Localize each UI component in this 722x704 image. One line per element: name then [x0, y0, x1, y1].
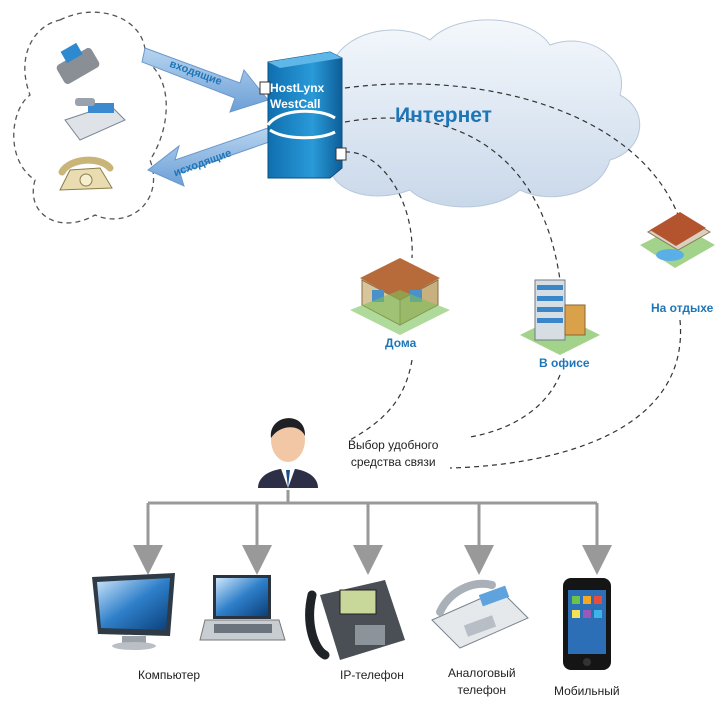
home-label: Дома	[385, 336, 417, 350]
link-vacation-choice	[449, 319, 682, 469]
link-office	[344, 117, 561, 281]
incoming-arrow	[141, 47, 269, 113]
computer-label: Компьютер	[138, 668, 201, 682]
device-tree	[133, 490, 612, 575]
analog-phone-line1: Аналоговый	[448, 666, 516, 680]
server-box	[259, 51, 347, 179]
smartphone-icon	[563, 578, 611, 670]
desk-phone-icon	[64, 98, 126, 141]
analog-phone-icon	[431, 579, 529, 649]
choice-line2: средства связи	[350, 455, 436, 469]
server-label-line2: WestCall	[270, 97, 321, 111]
internet-cloud	[307, 19, 641, 208]
server-label: HostLynx WestCall	[270, 80, 324, 112]
person-icon	[258, 418, 318, 488]
choice-line1: Выбор удобного	[348, 438, 439, 452]
mobile-phone-icon	[56, 42, 100, 85]
house-icon	[350, 258, 450, 335]
link-office-choice	[469, 374, 561, 438]
mobile-label: Мобильный	[554, 684, 620, 698]
analog-phone-label: Аналоговый телефон	[448, 665, 516, 699]
internet-label: Интернет	[395, 104, 492, 127]
resort-icon	[640, 212, 715, 268]
computer-icon	[92, 573, 175, 650]
ip-phone-icon	[305, 580, 405, 660]
office-label: В офисе	[539, 356, 590, 370]
server-label-line1: HostLynx	[270, 81, 325, 95]
choice-label: Выбор удобного средства связи	[348, 437, 438, 471]
link-home-choice	[349, 359, 413, 441]
phones-group-outline	[13, 11, 167, 224]
vacation-label: На отдыхе	[651, 301, 714, 315]
link-vacation	[344, 83, 681, 221]
outgoing-arrow	[147, 127, 273, 187]
ip-phone-label: IP-телефон	[340, 668, 404, 682]
retro-phone-icon	[58, 156, 114, 191]
analog-phone-line2: телефон	[457, 683, 507, 697]
office-building-icon	[520, 279, 600, 355]
laptop-icon	[199, 575, 286, 641]
link-home	[344, 151, 413, 259]
